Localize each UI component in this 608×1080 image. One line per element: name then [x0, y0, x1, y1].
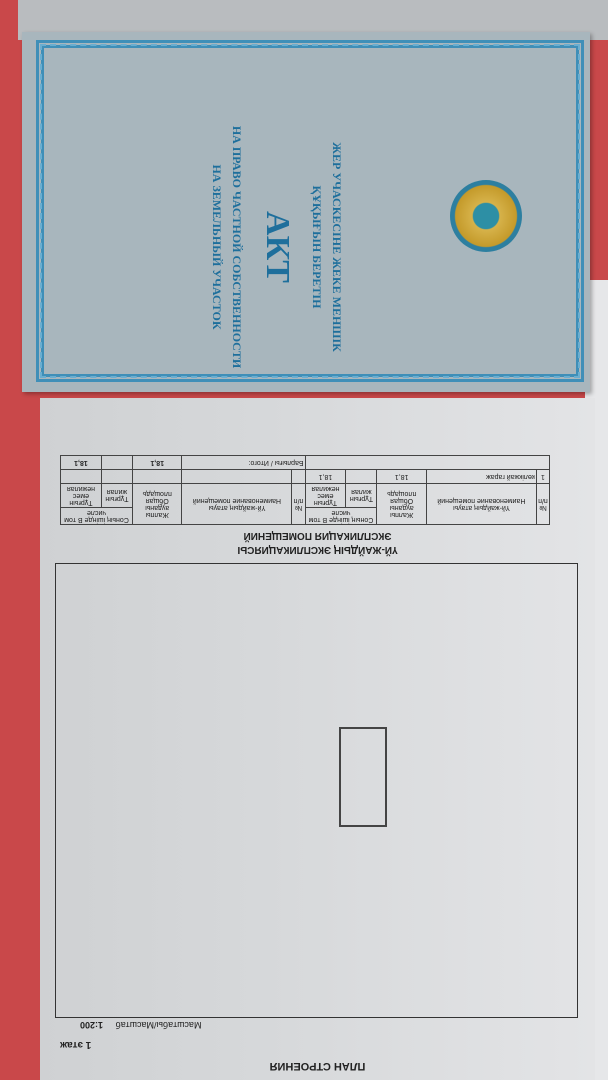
- header-living-2: Тұрғын жилая: [101, 483, 133, 508]
- header-num-2: № п/п: [291, 483, 306, 525]
- total-nonliving: 18,1: [60, 455, 102, 470]
- scale-label: Масштабы/Масштаб: [115, 1020, 202, 1030]
- header-name: Үй-жайдың атауы Наименование помещений: [426, 483, 537, 525]
- plan-title: ПЛАН СТРОЕНИЯ: [269, 1060, 366, 1072]
- table-header-row: № п/п Үй-жайдың атауы Наименование помещ…: [60, 483, 550, 525]
- header-name-2: Үй-жайдың атауы Наименование помещений: [181, 483, 292, 525]
- floor-label: 1 этаж: [60, 1039, 92, 1050]
- header-nonliving-2: Тұрғын емес нежилая: [60, 483, 102, 508]
- explication-title-kz: ҮЙ-ЖАЙДЫҢ ЭКСПЛИКАЦИЯСЫ: [237, 544, 398, 555]
- header-num: № п/п: [536, 483, 550, 525]
- row-nonliving: 18,1: [305, 469, 346, 484]
- ornament-border: [36, 40, 584, 382]
- act-cover: ЖЕР УЧАСКЕСІНЕ ЖЕКЕ МЕНШІК ҚҰҚЫҒЫН БЕРЕТ…: [22, 32, 590, 392]
- cover-text: ЖЕР УЧАСКЕСІНЕ ЖЕКЕ МЕНШІК ҚҰҚЫҒЫН БЕРЕТ…: [157, 97, 347, 397]
- garage-room-outline: [339, 727, 387, 827]
- total-row: Барлығы / Итого: 18,1 18,1: [60, 455, 550, 470]
- building-plan-document: ПЛАН СТРОЕНИЯ 1 этаж Масштабы/Масштаб 1:…: [40, 398, 595, 1080]
- cover-line-4: НА ЗЕМЕЛЬНЫЙ УЧАСТОК: [210, 164, 224, 330]
- plan-drawing: [55, 563, 578, 1018]
- state-emblem-icon: [450, 180, 522, 252]
- total-area: 18,1: [132, 455, 182, 470]
- row-living: [345, 469, 377, 484]
- empty-cell: [305, 455, 550, 470]
- table-row: 1 көлікжай гараж 18,1 18,1: [60, 469, 550, 484]
- total-label: Барлығы / Итого:: [181, 455, 306, 470]
- empty-cell: [101, 469, 133, 484]
- cover-line-2: ҚҰҚЫҒЫН БЕРЕТІН: [310, 185, 324, 309]
- cover-line-3: НА ПРАВО ЧАСТНОЙ СОБСТВЕННОСТИ: [230, 125, 244, 369]
- row-area: 18,1: [376, 469, 427, 484]
- empty-cell: [60, 469, 102, 484]
- row-num: 1: [536, 469, 550, 484]
- row-name: көлікжай гараж: [426, 469, 537, 484]
- header-incl-2: Соның ішінде В том числе: [60, 507, 133, 525]
- cover-title: АКТ: [259, 211, 296, 283]
- header-nonliving: Тұрғын емес нежилая: [305, 483, 346, 508]
- header-incl: Соның ішінде В том числе: [305, 507, 377, 525]
- total-living: [101, 455, 133, 470]
- scale: Масштабы/Масштаб 1:200: [80, 1020, 202, 1030]
- header-area-2: Жалпы ауданы Общая площадь: [132, 483, 182, 525]
- empty-cell: [181, 469, 292, 484]
- empty-cell: [291, 469, 306, 484]
- empty-cell: [132, 469, 182, 484]
- scale-value: 1:200: [80, 1020, 104, 1030]
- cover-line-1: ЖЕР УЧАСКЕСІНЕ ЖЕКЕ МЕНШІК: [330, 142, 344, 352]
- header-area: Жалпы ауданы Общая площадь: [376, 483, 427, 525]
- explication-table: № п/п Үй-жайдың атауы Наименование помещ…: [60, 455, 550, 525]
- explication-title-ru: ЭКСПЛИКАЦИЯ ПОМЕЩЕНИЙ: [243, 530, 392, 541]
- header-living: Тұрғын жилая: [345, 483, 377, 508]
